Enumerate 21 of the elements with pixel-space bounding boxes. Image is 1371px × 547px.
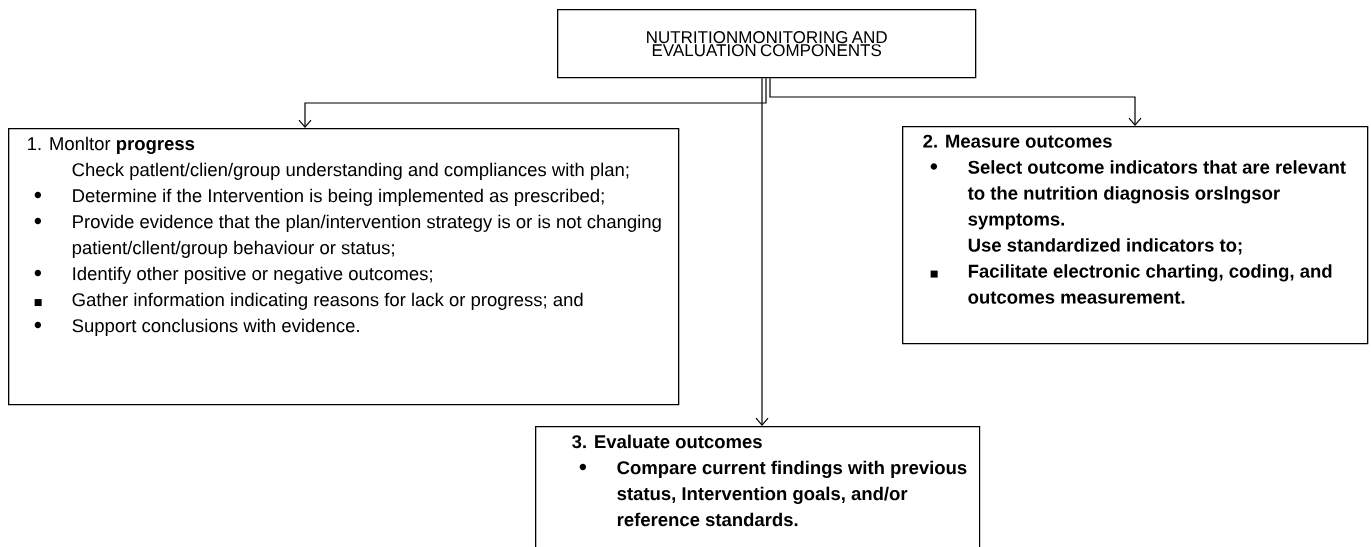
heading: 3. Evaluate outcomes xyxy=(572,434,762,449)
list-item: Select outcome indicators that are relevant to the nutrition diagnosis orslngsor symptoms. xyxy=(967,160,1346,230)
list-item: Use standardized indicators to; xyxy=(968,238,1242,255)
heading: 2. Measure outcomes xyxy=(923,134,1112,148)
list-item: Check patlent/clien/group understanding and compliances with plan; xyxy=(72,162,629,180)
text-box xyxy=(535,426,981,547)
list-item: Facilitate electronic charting, coding, and outcomes measurement. xyxy=(968,264,1332,304)
list-item: Support conclusions with evidence. xyxy=(72,318,359,336)
arrow xyxy=(755,77,769,426)
title: NUTRITIONMONITORING AND EVALUATION COMPONENTS xyxy=(647,31,887,57)
list-item: Compare current findings with previous status, Intervention goals, and/or reference standards. xyxy=(617,460,967,527)
arrow xyxy=(298,77,767,128)
text-box xyxy=(902,126,1369,345)
list-item: Identify other positive or negative outcomes; xyxy=(73,266,432,284)
list-item: Provide evidence that the plan/intervention strategy is or is not changing patient/cllent/group behaviour or status; xyxy=(72,214,661,258)
heading: 1. Monltor progress xyxy=(28,136,195,154)
arrow xyxy=(769,77,1142,126)
text-box xyxy=(8,128,680,406)
list-item: Gather information indicating reasons for lack or progress; and xyxy=(72,292,583,310)
list-item: Determine if the Intervention is being implemented as prescribed; xyxy=(73,188,604,206)
text-box xyxy=(557,9,977,79)
